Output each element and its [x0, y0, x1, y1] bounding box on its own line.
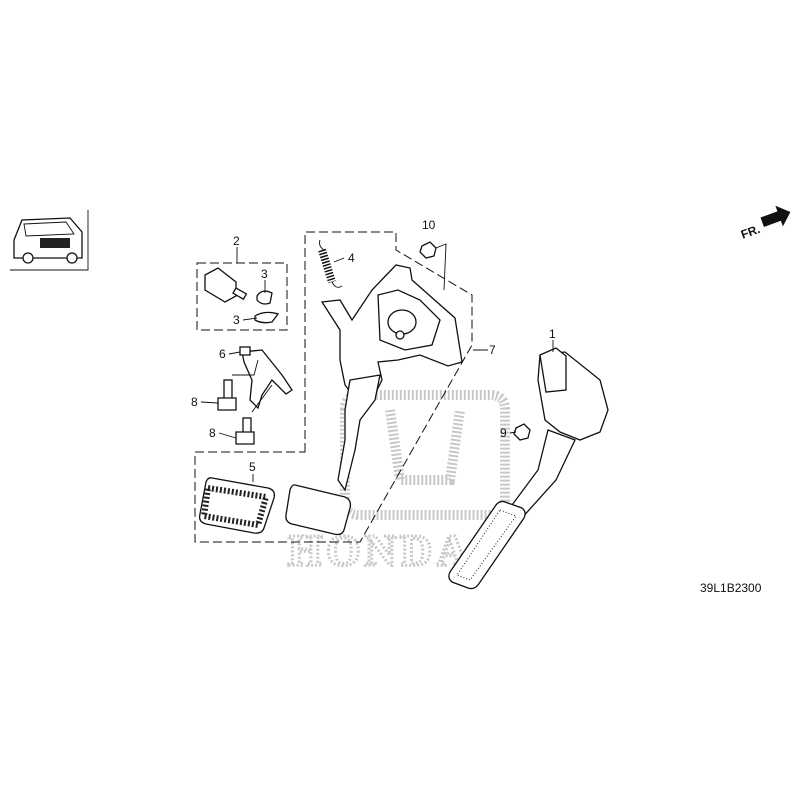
part-bracket: [239, 346, 293, 410]
honda-logo-watermark: HONDA: [287, 390, 510, 577]
callout-8: 8: [191, 395, 198, 409]
part-pedal-pad: [198, 477, 276, 534]
vehicle-location-icon: [10, 210, 89, 271]
group-outline-pedal: [194, 231, 473, 543]
callout-6: 6: [219, 347, 226, 361]
diagram-code: 39L1B2300: [700, 581, 762, 595]
part-bolt: [235, 417, 255, 445]
part-clip: [254, 290, 280, 324]
front-label: FR.: [739, 222, 762, 242]
callout-3: 3: [233, 313, 240, 327]
callout-1: 1: [549, 327, 556, 341]
part-nut: [513, 423, 531, 441]
callout-10: 10: [422, 218, 436, 232]
part-accelerator-pedal: [448, 347, 609, 590]
callout-9: 9: [500, 426, 507, 440]
callout-4: 4: [348, 251, 355, 265]
front-arrow-icon: FR.: [739, 205, 791, 242]
svg-text:HONDA: HONDA: [288, 526, 472, 575]
callout-5: 5: [249, 460, 256, 474]
part-brake-pedal-assembly: [285, 264, 463, 536]
callout-8: 8: [209, 426, 216, 440]
callout-2: 2: [233, 234, 240, 248]
callout-7: 7: [489, 343, 496, 357]
part-spring: [318, 239, 343, 288]
part-bolt: [217, 379, 237, 411]
part-brake-switch: [204, 267, 248, 303]
group-outline-switch: [196, 262, 288, 331]
callout-3: 3: [261, 267, 268, 281]
part-nut: [419, 241, 437, 259]
